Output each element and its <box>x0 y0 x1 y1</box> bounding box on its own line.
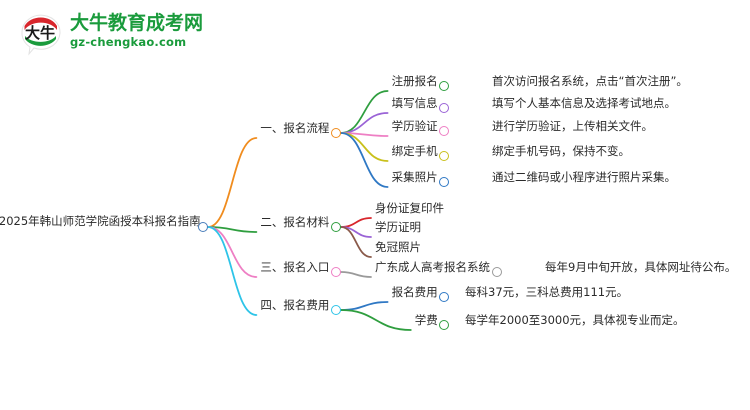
mindmap-detail-1-2[interactable]: 填写个人基本信息及选择考试地点。 <box>492 96 676 110</box>
mindmap-item-node-1-4[interactable] <box>439 151 449 161</box>
mindmap-branch-3[interactable]: 三、报名入口 <box>260 260 330 274</box>
mindmap-item-node-1-1[interactable] <box>439 81 449 91</box>
mindmap-branch-node-4[interactable] <box>331 305 341 315</box>
mindmap-item-1-5[interactable]: 采集照片 <box>391 170 438 184</box>
mindmap-root-label[interactable]: 2025年韩山师范学院函授本科报名指南 <box>0 214 201 228</box>
mindmap-branch-4[interactable]: 四、报名费用 <box>260 298 330 312</box>
mindmap-detail-1-4[interactable]: 绑定手机号码，保持不变。 <box>492 144 630 158</box>
logo-name-en: gz-chengkao.com <box>70 35 187 49</box>
mindmap-item-node-1-3[interactable] <box>439 126 449 136</box>
mindmap-item-4-1[interactable]: 报名费用 <box>391 285 438 299</box>
mindmap-item-1-3[interactable]: 学历验证 <box>391 119 438 133</box>
mindmap-item-1-2[interactable]: 填写信息 <box>391 96 438 110</box>
mindmap-item-node-1-5[interactable] <box>439 177 449 187</box>
mindmap-branch-node-1[interactable] <box>331 128 341 138</box>
mindmap-branch-node-3[interactable] <box>331 267 341 277</box>
mindmap-item-1-1[interactable]: 注册报名 <box>391 74 438 88</box>
mindmap-item-node-4-2[interactable] <box>439 320 449 330</box>
mindmap-item-node-4-1[interactable] <box>439 292 449 302</box>
mindmap-branch-node-2[interactable] <box>331 222 341 232</box>
mindmap-item-4-2[interactable]: 学费 <box>414 313 438 327</box>
mindmap-item-2-1[interactable]: 身份证复印件 <box>375 201 444 215</box>
mindmap-detail-4-2[interactable]: 每学年2000至3000元，具体视专业而定。 <box>465 313 685 327</box>
mindmap-branch-2[interactable]: 二、报名材料 <box>260 215 330 229</box>
mindmap-root-node[interactable] <box>198 222 208 232</box>
mindmap-detail-4-1[interactable]: 每科37元，三科总费用111元。 <box>465 285 629 299</box>
mindmap-item-2-2[interactable]: 学历证明 <box>375 220 421 234</box>
mindmap-item-1-4[interactable]: 绑定手机 <box>391 144 438 158</box>
mindmap-item-2-3[interactable]: 免冠照片 <box>375 240 421 254</box>
mindmap-detail-1-1[interactable]: 首次访问报名系统，点击“首次注册”。 <box>492 74 688 88</box>
mindmap-detail-1-3[interactable]: 进行学历验证，上传相关文件。 <box>492 119 653 133</box>
svg-text:大牛: 大牛 <box>25 24 55 42</box>
logo-name-cn: 大牛教育成考网 <box>70 12 204 34</box>
mindmap-item-3-1[interactable]: 广东成人高考报名系统 <box>375 260 490 274</box>
mindmap-detail-3-1[interactable]: 每年9月中旬开放，具体网址待公布。 <box>545 260 737 274</box>
site-logo: 大牛 大牛教育成考网 gz-chengkao.com <box>18 10 238 60</box>
mindmap-detail-1-5[interactable]: 通过二维码或小程序进行照片采集。 <box>492 170 676 184</box>
daniu-speech-bubble-logo-icon: 大牛 <box>18 12 64 56</box>
mindmap-branch-1[interactable]: 一、报名流程 <box>260 121 330 135</box>
mindmap-item-node-3-1[interactable] <box>492 267 502 277</box>
mindmap-item-node-1-2[interactable] <box>439 103 449 113</box>
